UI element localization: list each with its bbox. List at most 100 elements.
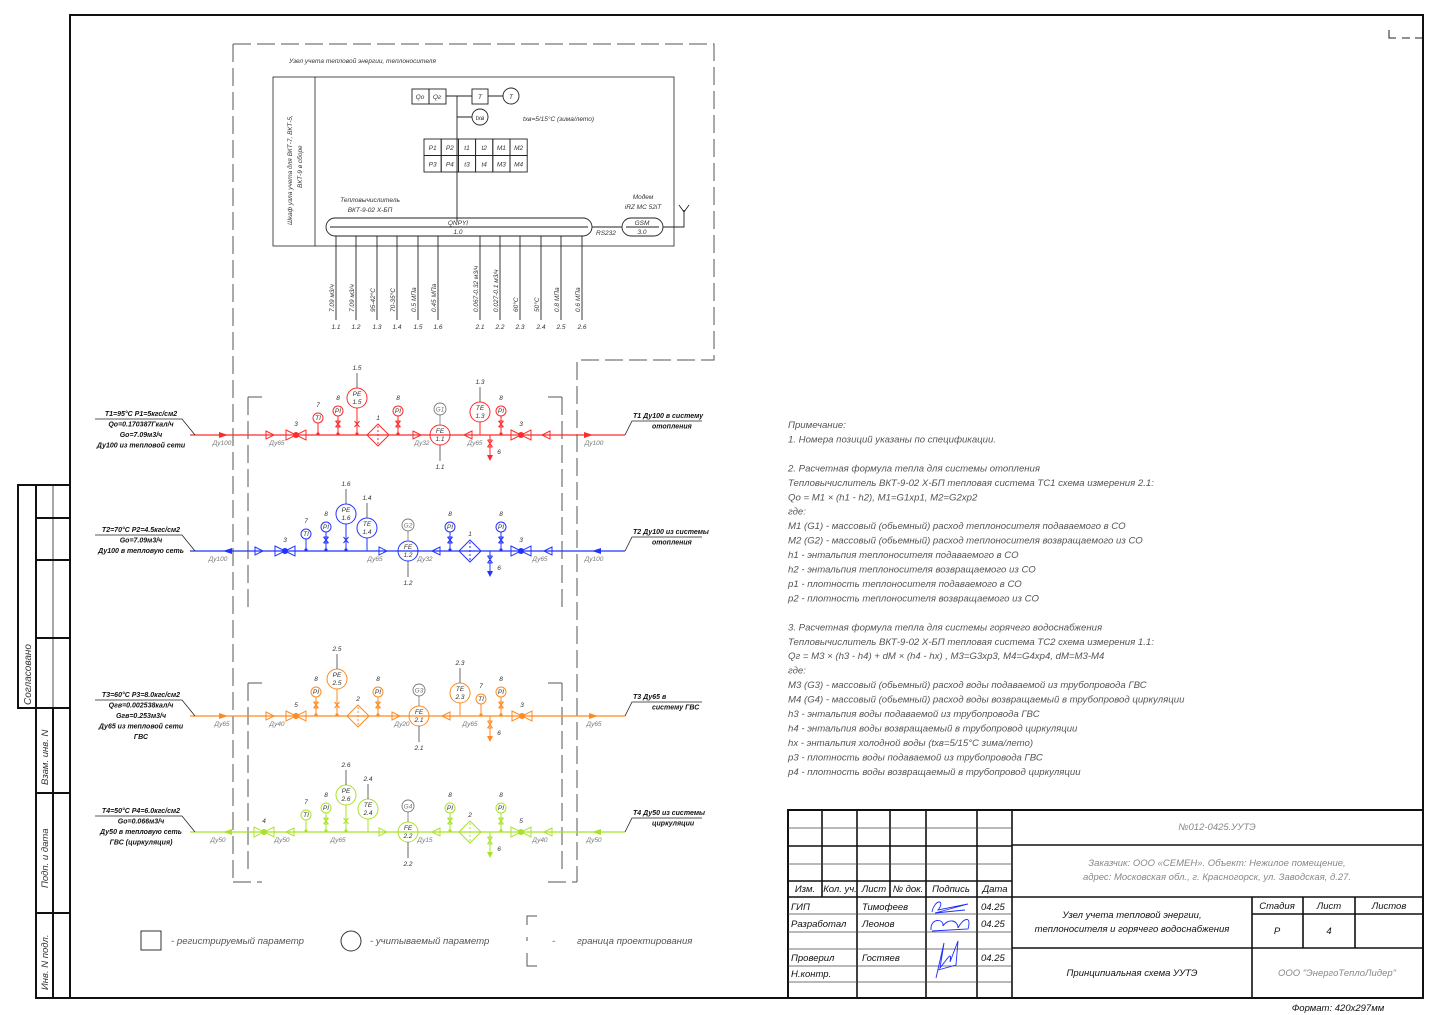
valve-ball-icon bbox=[519, 713, 525, 719]
instrument-label: FE bbox=[404, 825, 413, 832]
channel-value: 7.09 м3/ч bbox=[349, 284, 356, 312]
channel-tag: 1.4 bbox=[362, 495, 371, 502]
position-number: 3 bbox=[283, 537, 287, 544]
calculator-label: Тепловычислитель bbox=[340, 197, 400, 204]
param-cell-label: M3 bbox=[497, 162, 506, 169]
outdoor-temp-circle bbox=[502, 87, 520, 105]
note-line: M4 (G4) - массовый (обьемный) расход вод… bbox=[788, 695, 1185, 706]
channel-tag: 1.2 bbox=[403, 580, 412, 587]
instrument-position: 2.1 bbox=[413, 717, 423, 724]
param-cell-label: P3 bbox=[429, 162, 437, 169]
flow-arrow-icon bbox=[219, 432, 228, 438]
note-line: p2 - плотность теплоносителя возвращаемо… bbox=[787, 593, 1039, 604]
param-cell-label: t3 bbox=[464, 162, 470, 169]
calculator-pos: 1.0 bbox=[453, 229, 462, 236]
drain-valve-icon bbox=[487, 439, 493, 448]
instrument-label: PI bbox=[498, 408, 504, 415]
drawing-name: Принципиальная схема УУТЭ bbox=[1067, 968, 1198, 979]
customer-line-2: адрес: Московская обл., г. Красногорск, … bbox=[1083, 872, 1351, 883]
position-number: 8 bbox=[499, 792, 503, 799]
channel-value: 95-42°C bbox=[369, 288, 377, 312]
instrument-label: TE bbox=[476, 405, 485, 412]
temp-cell-label: T bbox=[478, 94, 483, 101]
tap-point bbox=[344, 548, 348, 552]
note-line: Примечание: bbox=[788, 420, 846, 431]
instrument-label: PI bbox=[395, 408, 401, 415]
instrument-label: TI bbox=[303, 531, 309, 538]
flow-channel-icon bbox=[433, 402, 447, 416]
pressure-gauge-icon bbox=[444, 802, 456, 814]
position-number: 8 bbox=[499, 511, 503, 518]
label-leader bbox=[95, 534, 196, 552]
channel-tag: 2.2 bbox=[402, 861, 412, 868]
channel-position: 2.2 bbox=[494, 324, 504, 331]
pipeline-outlet-label: T3 Ду65 в bbox=[633, 694, 667, 701]
label-leader bbox=[624, 701, 702, 717]
filter-icon bbox=[366, 423, 390, 447]
drain-arrow-icon bbox=[487, 455, 493, 461]
heat-cell-label: Qо bbox=[416, 94, 425, 101]
header-signature: Подпись bbox=[932, 884, 970, 895]
valve-ball-icon bbox=[293, 432, 299, 438]
object-title-1: Узел учета тепловой энергии, bbox=[1061, 910, 1201, 921]
name-developer: Леонов bbox=[861, 919, 895, 930]
position-number: 8 bbox=[499, 676, 503, 683]
param-cell-label: t2 bbox=[481, 145, 487, 152]
pipe-diameter: Ду65 bbox=[585, 721, 602, 728]
flow-channel-label: G3 bbox=[415, 688, 424, 695]
legend: - регистрируемый параметр - учитываемый … bbox=[140, 915, 692, 967]
note-line: h2 - энтальпия теплоносителя возвращаемо… bbox=[788, 565, 1036, 576]
instrument-position: 1.4 bbox=[362, 529, 371, 536]
gsm-modem bbox=[621, 217, 664, 237]
pipe-diameter: Ду65 bbox=[466, 440, 483, 447]
pipeline-outlet-label: систему ГВС bbox=[652, 705, 700, 712]
reducer-icon bbox=[378, 546, 389, 556]
header-change: Изм. bbox=[795, 884, 815, 895]
note-line: где: bbox=[788, 666, 806, 677]
reducer-icon bbox=[378, 827, 389, 837]
instrument-label: PE bbox=[342, 788, 351, 795]
instrument-label: TE bbox=[456, 686, 465, 693]
tap-point bbox=[355, 432, 359, 436]
reducer-icon bbox=[265, 711, 276, 721]
organization: ООО "ЭнергоТеплоЛидер" bbox=[1278, 968, 1397, 979]
instrument-label: PI bbox=[335, 408, 341, 415]
channel-position: 1.6 bbox=[433, 324, 442, 331]
pipeline-inlet-label: Gгв=0.253м3/ч bbox=[116, 713, 166, 720]
label-leader bbox=[624, 817, 702, 833]
channel-tag: 2.4 bbox=[362, 776, 372, 783]
flow-channel-label: G4 bbox=[404, 804, 413, 811]
modem-model: iRZ MC 52iT bbox=[625, 204, 663, 211]
position-number: 8 bbox=[376, 676, 380, 683]
channel-value: 0.45 МПа bbox=[431, 283, 438, 312]
ball-valve-icon bbox=[285, 710, 307, 722]
pipe-diameter: Ду40 bbox=[268, 721, 285, 728]
reducer-icon bbox=[430, 827, 441, 837]
replace-inv-label: Взам. инв. N bbox=[40, 730, 51, 785]
sheet-format: Формат: 420х297мм bbox=[1292, 1003, 1385, 1014]
pressure-gauge-icon bbox=[332, 405, 344, 417]
instrument-label: PE bbox=[342, 507, 351, 514]
interface-label: RS232 bbox=[596, 230, 616, 237]
channel-position: 1.3 bbox=[372, 324, 381, 331]
channel-tag: 2.1 bbox=[413, 745, 423, 752]
tap-point bbox=[499, 432, 503, 436]
channel-tag: 1.3 bbox=[475, 379, 484, 386]
flow-channel-icon bbox=[412, 683, 426, 697]
pipe-diameter: Ду65 bbox=[461, 721, 478, 728]
legend-accounted: - учитываемый параметр bbox=[370, 936, 490, 947]
tap-point bbox=[376, 713, 380, 717]
channel-tag: 2.5 bbox=[331, 646, 341, 653]
reducer-icon bbox=[540, 430, 551, 440]
boundary-symbol bbox=[526, 915, 537, 967]
pipe-diameter: Ду40 bbox=[531, 837, 548, 844]
modem-code: GSM bbox=[635, 220, 650, 227]
position-number: 4 bbox=[262, 818, 266, 825]
pipeline-outlet-label: отопления bbox=[652, 540, 692, 547]
pipe-diameter: Ду50 bbox=[273, 837, 290, 844]
instrument-label: FE bbox=[404, 544, 413, 551]
pipe-diameter: Ду15 bbox=[416, 837, 433, 844]
reducer-icon bbox=[430, 546, 441, 556]
channel-position: 2.5 bbox=[555, 324, 565, 331]
ball-valve-icon bbox=[510, 545, 532, 557]
